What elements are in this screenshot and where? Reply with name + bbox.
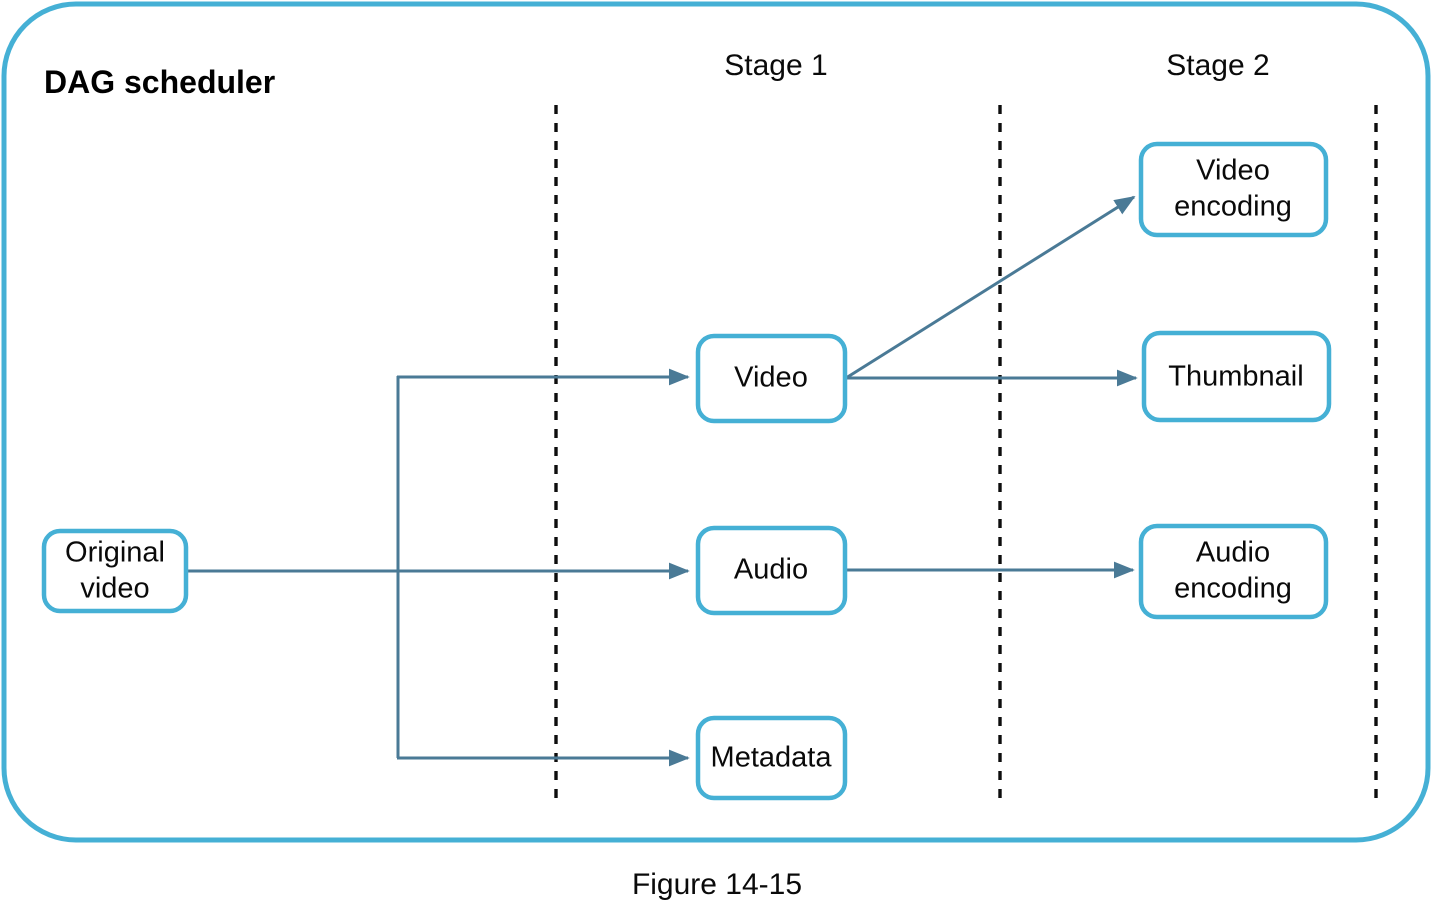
node-audio-encoding-label-line-1: Audio — [1196, 537, 1270, 569]
node-original-video[interactable]: Original video — [41, 528, 189, 614]
node-video-label: Video — [734, 362, 808, 394]
node-thumbnail-label: Thumbnail — [1168, 361, 1303, 393]
node-original-video-label-line-2: video — [80, 573, 149, 605]
node-metadata[interactable]: Metadata — [695, 715, 848, 801]
node-metadata-label: Metadata — [711, 742, 833, 774]
node-audio-encoding-label-line-2: encoding — [1174, 573, 1292, 605]
node-metadata-box[interactable] — [695, 715, 848, 801]
node-video-encoding-box[interactable] — [1138, 141, 1329, 238]
node-video-box[interactable] — [695, 333, 848, 424]
node-video-encoding-label-line-2: encoding — [1174, 191, 1292, 223]
node-audio-box[interactable] — [695, 525, 848, 616]
node-audio-label: Audio — [734, 554, 808, 586]
figure-caption: Figure 14-15 — [632, 868, 802, 901]
node-audio[interactable]: Audio — [695, 525, 848, 616]
node-original-video-box[interactable] — [41, 528, 189, 614]
node-thumbnail[interactable]: Thumbnail — [1141, 330, 1332, 423]
node-video-encoding-label-line-1: Video — [1196, 155, 1270, 187]
page-title: DAG scheduler — [44, 64, 275, 100]
dag-scheduler-container — [1, 1, 1431, 843]
node-audio-encoding-box[interactable] — [1138, 523, 1329, 620]
node-video[interactable]: Video — [695, 333, 848, 424]
node-video-encoding[interactable]: Video encoding — [1138, 141, 1329, 238]
node-thumbnail-box[interactable] — [1141, 330, 1332, 423]
node-original-video-label-line-1: Original — [65, 537, 165, 569]
stage-label-stage-2: Stage 2 — [1166, 49, 1269, 82]
stage-label-stage-1: Stage 1 — [724, 49, 827, 82]
edge-video-to-video-encoding — [845, 195, 1136, 380]
node-audio-encoding[interactable]: Audio encoding — [1138, 523, 1329, 620]
